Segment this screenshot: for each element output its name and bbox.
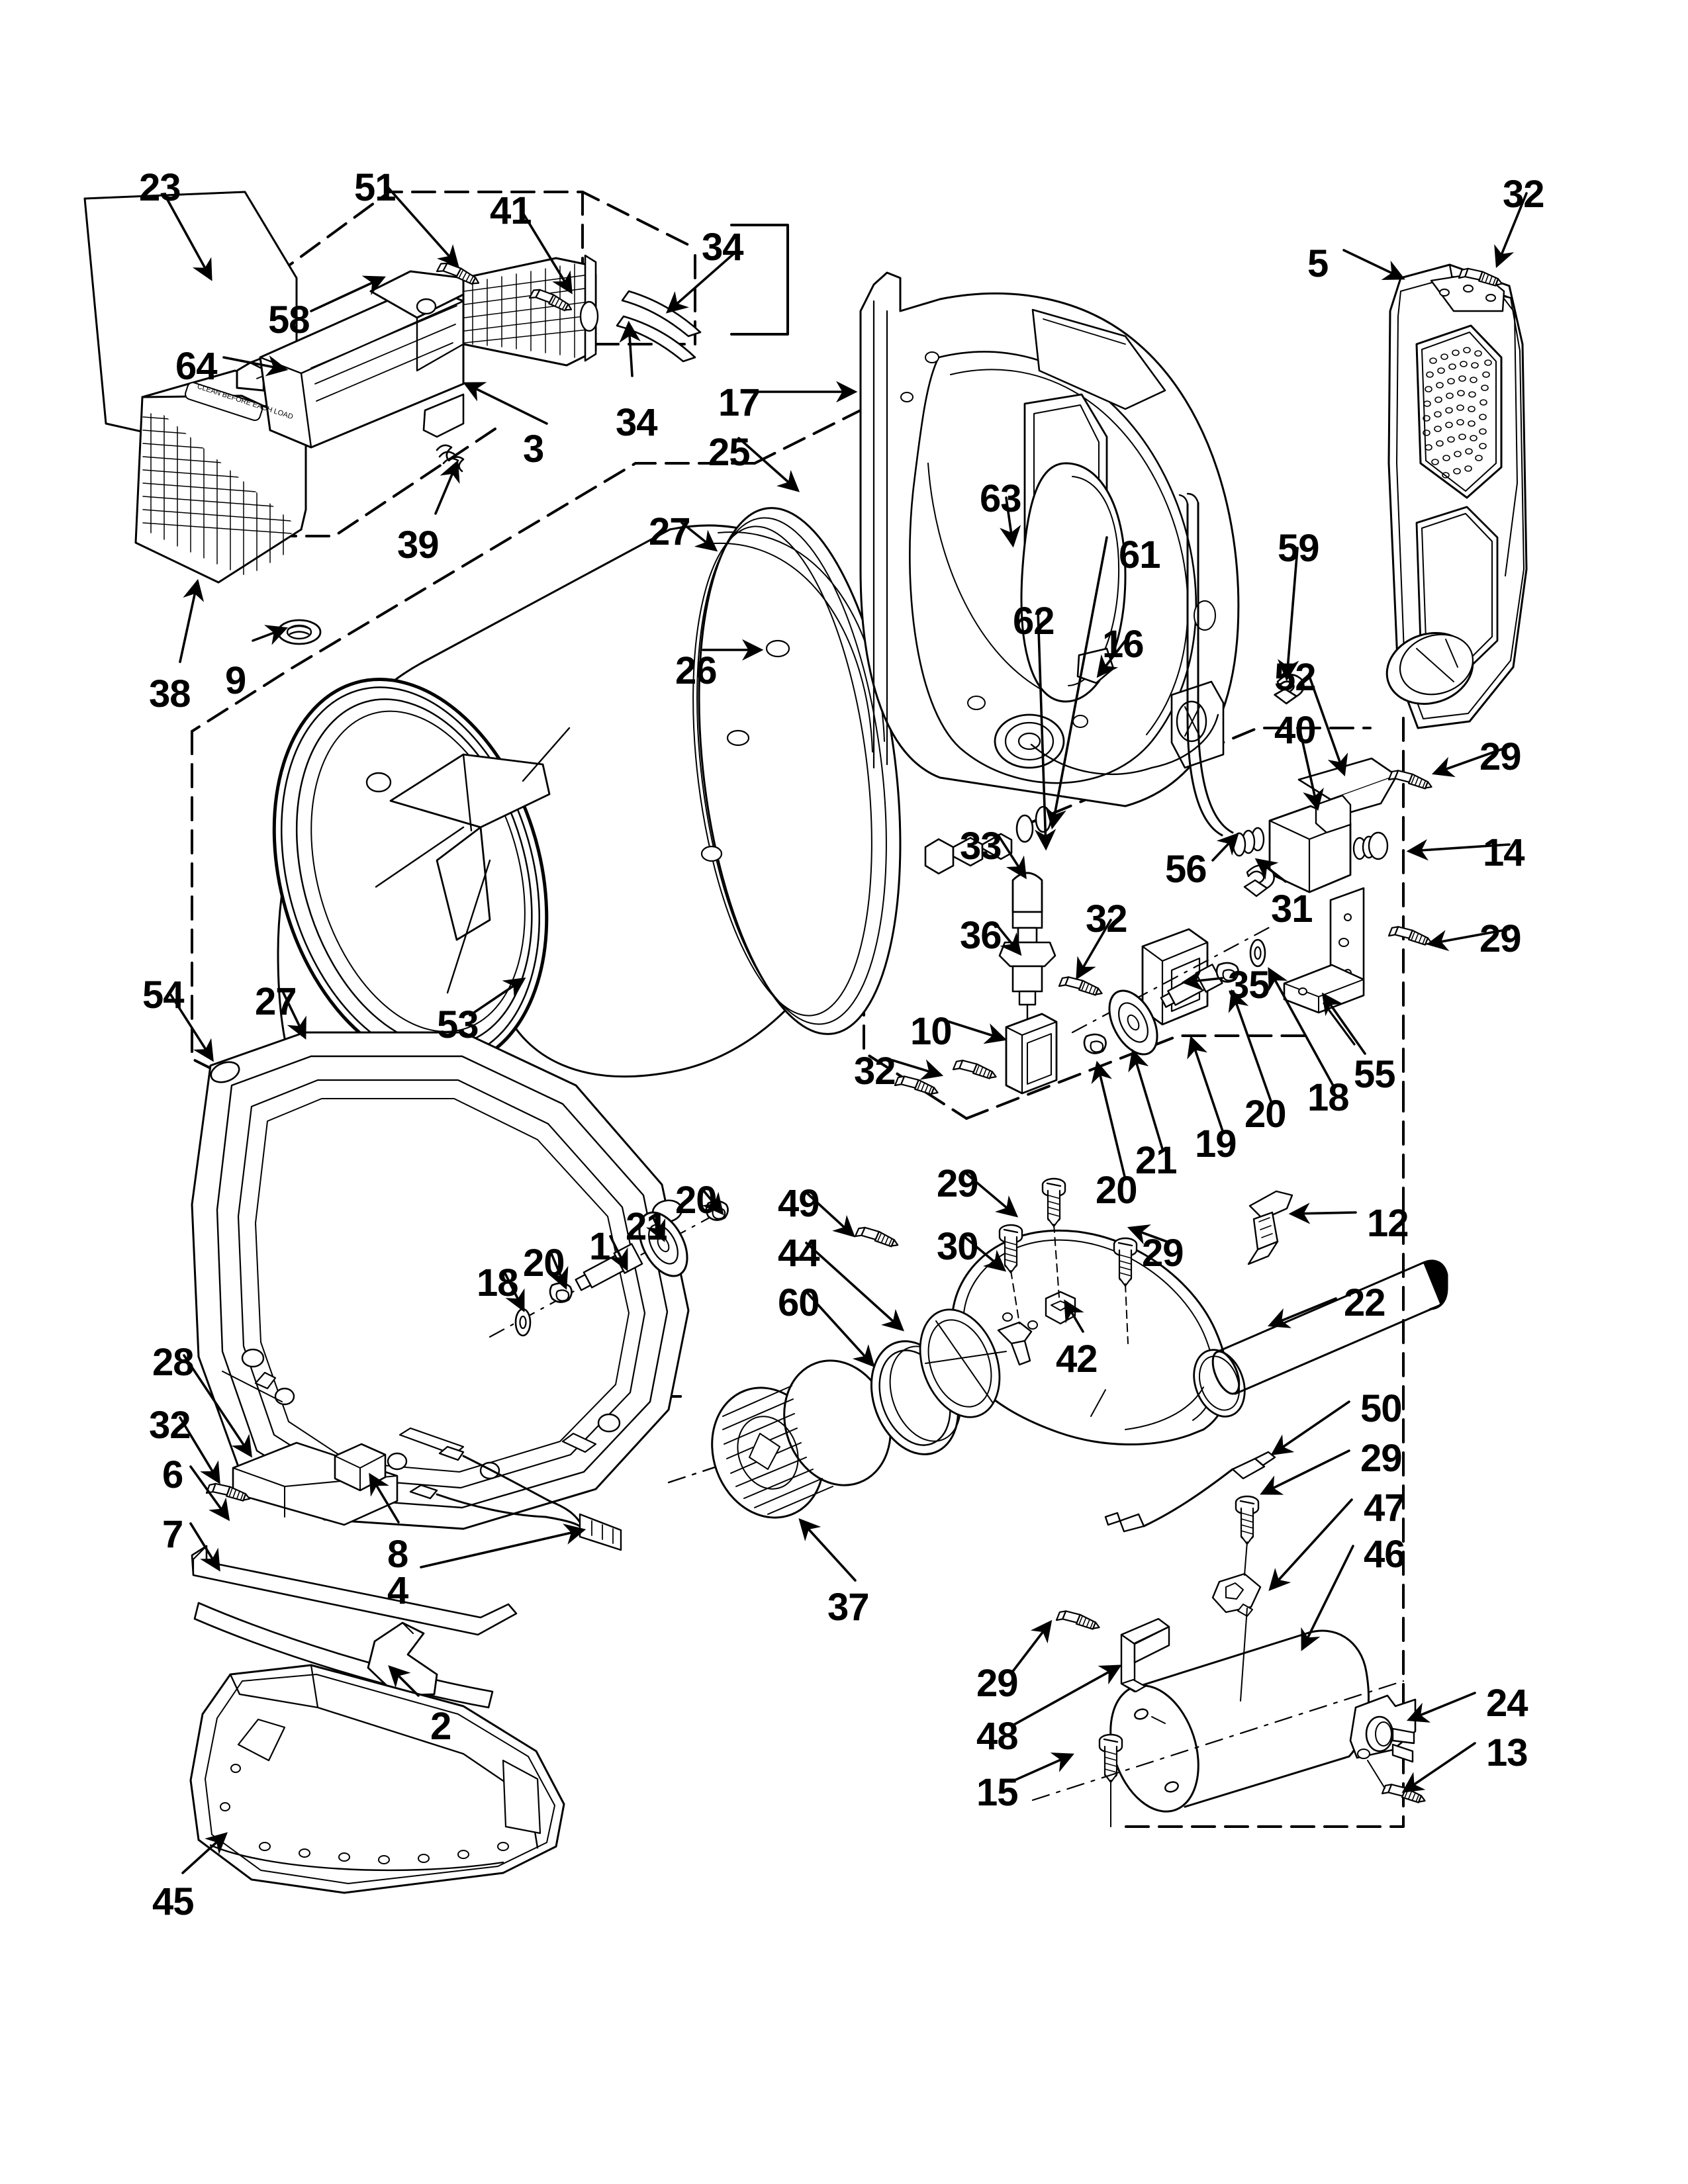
callout-15: 15 <box>976 1771 1019 1814</box>
callout-59: 59 <box>1278 527 1320 570</box>
callout-35: 35 <box>1228 964 1270 1007</box>
callout-32: 32 <box>1503 173 1545 216</box>
callout-6: 6 <box>162 1453 183 1496</box>
callout-34: 34 <box>616 401 658 444</box>
callout-5: 5 <box>1307 242 1329 285</box>
callout-42: 42 <box>1056 1338 1098 1381</box>
callout-64: 64 <box>175 345 218 388</box>
callout-28: 28 <box>152 1341 195 1384</box>
callout-18: 18 <box>477 1261 519 1304</box>
callout-16: 16 <box>1102 623 1145 666</box>
callout-7: 7 <box>162 1513 183 1556</box>
callout-27: 27 <box>255 980 297 1023</box>
callout-30: 30 <box>937 1225 979 1268</box>
callout-25: 25 <box>708 431 751 474</box>
callout-10: 10 <box>910 1010 953 1053</box>
callout-33: 33 <box>960 825 1002 868</box>
callout-31: 31 <box>1271 887 1313 931</box>
callout-3: 3 <box>523 428 544 471</box>
callout-1: 1 <box>589 1225 610 1268</box>
callout-29: 29 <box>937 1162 979 1205</box>
callout-46: 46 <box>1364 1533 1406 1576</box>
callout-21: 21 <box>626 1205 668 1248</box>
callout-22: 22 <box>1344 1281 1386 1324</box>
callout-62: 62 <box>1013 600 1055 643</box>
callout-24: 24 <box>1486 1682 1528 1725</box>
callout-20: 20 <box>523 1242 565 1285</box>
callout-58: 58 <box>268 298 310 341</box>
callout-29: 29 <box>1479 917 1522 960</box>
callout-54: 54 <box>142 974 185 1017</box>
callout-60: 60 <box>778 1281 820 1324</box>
callout-19: 19 <box>1195 1122 1237 1165</box>
callout-61: 61 <box>1119 533 1161 576</box>
callout-27: 27 <box>649 510 691 553</box>
callout-51: 51 <box>354 166 397 209</box>
callout-23: 23 <box>139 166 181 209</box>
callout-49: 49 <box>778 1182 820 1225</box>
callout-63: 63 <box>980 477 1022 520</box>
callout-12: 12 <box>1367 1202 1409 1245</box>
callout-32: 32 <box>149 1404 191 1447</box>
callout-29: 29 <box>1142 1232 1184 1275</box>
callout-36: 36 <box>960 914 1002 957</box>
callout-29: 29 <box>1360 1437 1403 1480</box>
callout-17: 17 <box>718 381 761 424</box>
callout-26: 26 <box>675 649 718 692</box>
callout-37: 37 <box>827 1586 870 1629</box>
callout-45: 45 <box>152 1880 195 1923</box>
callout-20: 20 <box>1096 1169 1138 1212</box>
callout-52: 52 <box>1274 656 1317 699</box>
callout-38: 38 <box>149 672 191 715</box>
callout-18: 18 <box>1307 1076 1350 1119</box>
callout-29: 29 <box>976 1662 1019 1705</box>
callout-48: 48 <box>976 1715 1019 1758</box>
callout-39: 39 <box>397 523 440 567</box>
callout-50: 50 <box>1360 1387 1403 1430</box>
callout-32: 32 <box>854 1050 896 1093</box>
callout-34: 34 <box>702 226 744 269</box>
callout-55: 55 <box>1354 1053 1396 1096</box>
callout-53: 53 <box>437 1003 479 1046</box>
callout-21: 21 <box>1135 1139 1178 1182</box>
callout-44: 44 <box>778 1232 820 1275</box>
callout-13: 13 <box>1486 1731 1528 1774</box>
callout-8: 8 <box>387 1533 408 1576</box>
callout-32: 32 <box>1086 897 1128 940</box>
callout-14: 14 <box>1483 831 1525 874</box>
callout-56: 56 <box>1165 848 1207 891</box>
callout-4: 4 <box>387 1569 408 1612</box>
callout-20: 20 <box>675 1179 718 1222</box>
callout-47: 47 <box>1364 1486 1406 1529</box>
callout-29: 29 <box>1479 735 1522 778</box>
callout-2: 2 <box>430 1705 451 1748</box>
callout-40: 40 <box>1274 709 1317 752</box>
callout-20: 20 <box>1244 1093 1287 1136</box>
callout-9: 9 <box>225 659 246 702</box>
callout-41: 41 <box>490 189 532 232</box>
